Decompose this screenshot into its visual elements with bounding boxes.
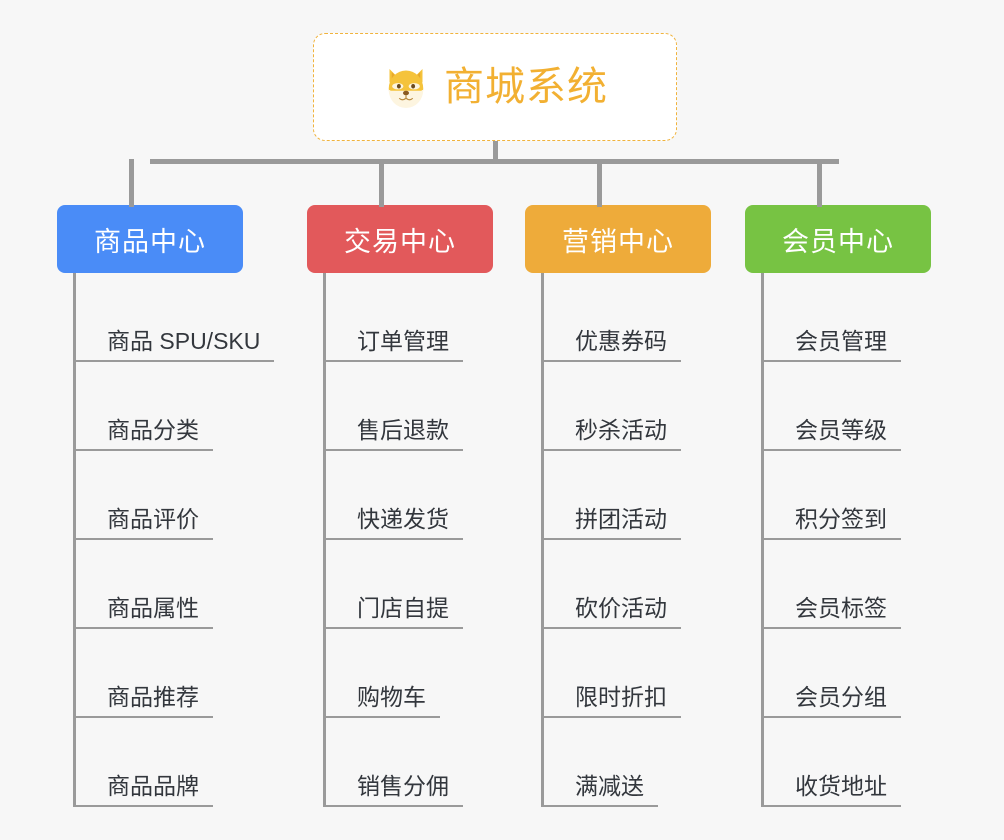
- connector-drop-1: [379, 159, 384, 207]
- list-item[interactable]: 商品推荐: [57, 629, 245, 718]
- list-item[interactable]: 销售分佣: [307, 718, 495, 807]
- list-item-label: 限时折扣: [541, 684, 681, 718]
- list-item[interactable]: 秒杀活动: [525, 362, 713, 451]
- list-item[interactable]: 售后退款: [307, 362, 495, 451]
- list-item-label: 订单管理: [323, 328, 463, 362]
- list-item[interactable]: 会员等级: [745, 362, 933, 451]
- list-item-label: 秒杀活动: [541, 417, 681, 451]
- list-item-label: 商品属性: [73, 595, 213, 629]
- root-title: 商城系统: [444, 65, 608, 109]
- list-item-label: 销售分佣: [323, 773, 463, 807]
- list-item[interactable]: 商品品牌: [57, 718, 245, 807]
- list-item[interactable]: 砍价活动: [525, 540, 713, 629]
- list-item[interactable]: 拼团活动: [525, 451, 713, 540]
- list-item-label: 会员等级: [761, 417, 901, 451]
- connector-drop-3: [817, 159, 822, 207]
- branch-header-0[interactable]: 商品中心: [57, 205, 243, 273]
- branch-header-2[interactable]: 营销中心: [525, 205, 711, 273]
- list-item[interactable]: 积分签到: [745, 451, 933, 540]
- list-item-label: 商品评价: [73, 506, 213, 540]
- list-item[interactable]: 限时折扣: [525, 629, 713, 718]
- list-item[interactable]: 优惠券码: [525, 273, 713, 362]
- list-item-label: 拼团活动: [541, 506, 681, 540]
- branch-column-1: 交易中心 订单管理 售后退款 快递发货 门店自提 购物车 销售分佣: [307, 159, 495, 823]
- list-item-label: 会员分组: [761, 684, 901, 718]
- branch-header-3[interactable]: 会员中心: [745, 205, 931, 273]
- branch-column-0: 商品中心 商品 SPU/SKU 商品分类 商品评价 商品属性 商品推荐 商品品牌: [57, 159, 275, 823]
- list-item-label: 砍价活动: [541, 595, 681, 629]
- branch-items-1: 订单管理 售后退款 快递发货 门店自提 购物车 销售分佣: [307, 273, 495, 807]
- list-item[interactable]: 满减送: [525, 718, 713, 807]
- list-item[interactable]: 会员管理: [745, 273, 933, 362]
- list-item-label: 满减送: [541, 773, 658, 807]
- list-item-label: 快递发货: [323, 506, 463, 540]
- list-item[interactable]: 商品 SPU/SKU: [57, 273, 275, 362]
- root-node[interactable]: 商城系统: [313, 33, 677, 141]
- list-item[interactable]: 订单管理: [307, 273, 495, 362]
- list-item[interactable]: 门店自提: [307, 540, 495, 629]
- shiba-dog-face-icon: [382, 63, 430, 111]
- branch-items-2: 优惠券码 秒杀活动 拼团活动 砍价活动 限时折扣 满减送: [525, 273, 713, 807]
- branch-items-3: 会员管理 会员等级 积分签到 会员标签 会员分组 收货地址: [745, 273, 933, 807]
- list-item[interactable]: 收货地址: [745, 718, 933, 807]
- list-item[interactable]: 商品评价: [57, 451, 245, 540]
- list-item-label: 商品分类: [73, 417, 213, 451]
- list-item-label: 售后退款: [323, 417, 463, 451]
- list-item-label: 商品推荐: [73, 684, 213, 718]
- list-item-label: 购物车: [323, 684, 440, 718]
- list-item[interactable]: 购物车: [307, 629, 495, 718]
- list-item-label: 收货地址: [761, 773, 901, 807]
- connector-horizontal-bar: [150, 159, 839, 164]
- list-item-label: 门店自提: [323, 595, 463, 629]
- list-item[interactable]: 快递发货: [307, 451, 495, 540]
- list-item-label: 积分签到: [761, 506, 901, 540]
- connector-root-stem: [493, 141, 498, 163]
- connector-drop-2: [597, 159, 602, 207]
- list-item[interactable]: 会员标签: [745, 540, 933, 629]
- list-item[interactable]: 商品属性: [57, 540, 245, 629]
- branch-column-2: 营销中心 优惠券码 秒杀活动 拼团活动 砍价活动 限时折扣 满减送: [525, 159, 713, 823]
- list-item-label: 会员管理: [761, 328, 901, 362]
- list-item-label: 商品品牌: [73, 773, 213, 807]
- list-item-label: 优惠券码: [541, 328, 681, 362]
- branch-header-1[interactable]: 交易中心: [307, 205, 493, 273]
- branch-column-3: 会员中心 会员管理 会员等级 积分签到 会员标签 会员分组 收货地址: [745, 159, 933, 823]
- list-item[interactable]: 商品分类: [57, 362, 245, 451]
- list-item[interactable]: 会员分组: [745, 629, 933, 718]
- list-item-label: 商品 SPU/SKU: [73, 328, 275, 362]
- connector-drop-0: [129, 159, 134, 207]
- branch-items-0: 商品 SPU/SKU 商品分类 商品评价 商品属性 商品推荐 商品品牌: [57, 273, 275, 807]
- list-item-label: 会员标签: [761, 595, 901, 629]
